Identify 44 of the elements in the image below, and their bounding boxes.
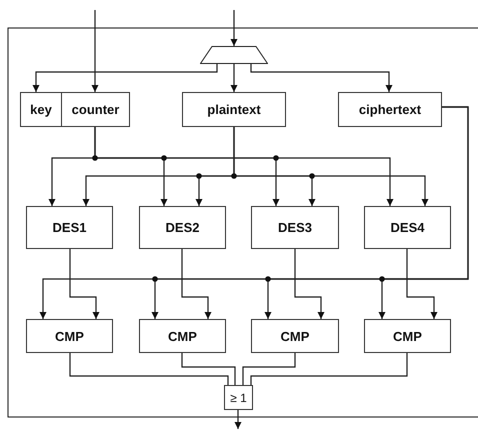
connector-line [69,353,229,385]
connector-line [250,353,408,385]
arrow [94,127,394,206]
arrow [92,10,98,92]
arrow [294,249,324,319]
block-box [61,92,130,127]
block-label: CMP [168,328,197,344]
connector-line [242,353,296,385]
block-box [139,319,226,353]
arrow [250,64,392,92]
block-label: CMP [393,328,422,344]
arrow [234,410,242,429]
block-box [26,206,113,249]
block-box [251,206,339,249]
connector-line [181,353,236,385]
arrow [233,127,428,206]
or-gate-box [224,385,253,410]
block-box [26,319,113,353]
block-label: CMP [55,328,84,344]
block-label: CMP [280,328,310,344]
arrow [69,249,100,319]
arrow [378,106,469,319]
block-box [20,92,62,127]
block-label: plaintext [207,102,261,117]
block-label: ciphertext [358,102,422,117]
block-label: ≥ 1 [230,390,247,404]
block-box [139,206,226,249]
block-label: counter [72,102,120,117]
block-box [251,319,339,353]
block-box [182,92,286,127]
multiplexer-shape [200,46,268,64]
block-label: DES4 [390,220,424,235]
arrow [230,10,238,46]
block-label: key [30,102,52,117]
arrow [230,64,238,92]
arrow [32,64,218,92]
block-label: DES3 [278,220,312,235]
block-label: DES2 [166,220,200,235]
block-box [364,206,451,249]
arrow [406,249,438,319]
block-label: DES1 [52,220,86,235]
arrow [181,249,212,319]
block-box [338,92,442,127]
block-box [364,319,451,353]
